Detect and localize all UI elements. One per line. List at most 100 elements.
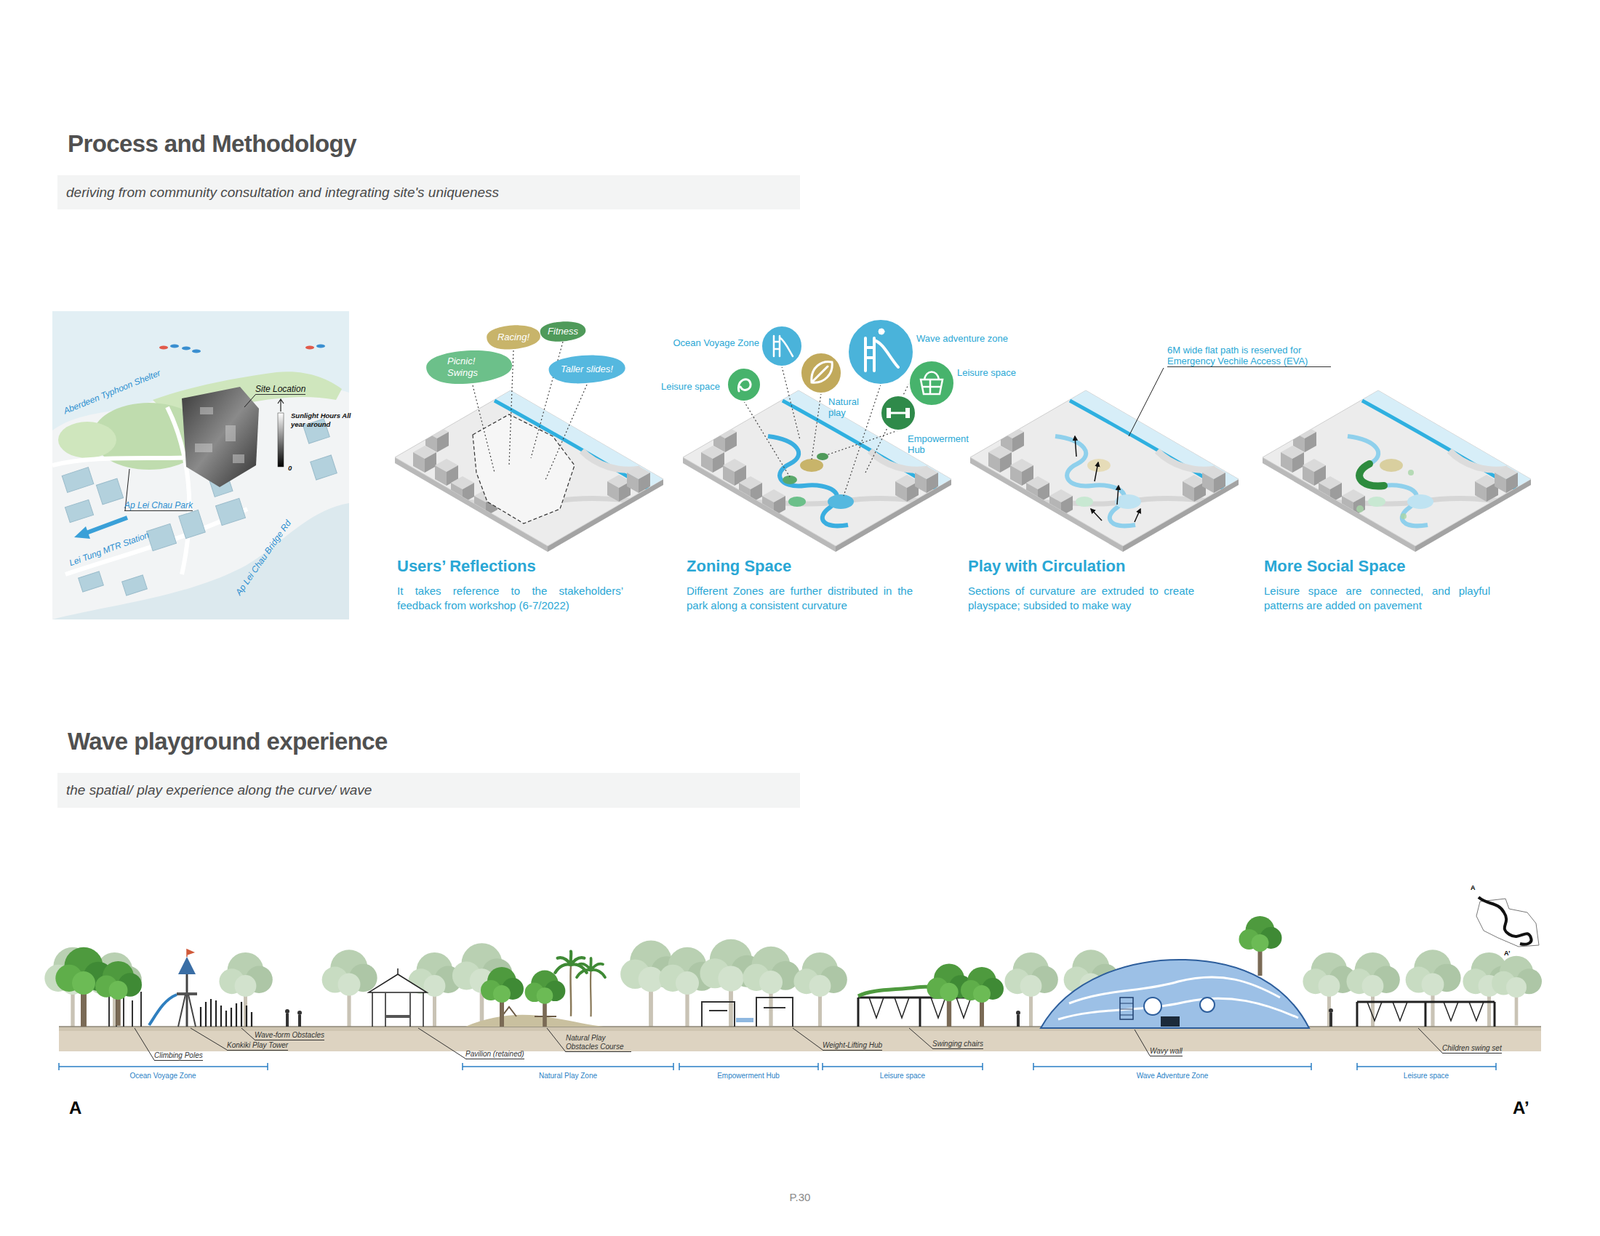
site-map (181, 346, 191, 351)
section-drawing (1367, 1002, 1484, 1022)
zone-icon (738, 328, 943, 419)
site-map (159, 346, 315, 350)
zone-label: Natural play (828, 396, 872, 419)
section-drawing (1134, 1029, 1150, 1056)
step-heading: More Social Space (1264, 557, 1406, 576)
section-drawing (178, 994, 196, 1027)
section-drawing (1357, 1002, 1495, 1027)
section-drawing (1016, 1015, 1020, 1027)
isometric-panel (811, 393, 822, 460)
bubble-fill (549, 355, 626, 384)
zone-label: Leisure space (957, 367, 1016, 379)
site-map (225, 425, 236, 442)
section-drawing (297, 1010, 302, 1016)
site-map (316, 344, 326, 349)
section-drawing (58, 1063, 268, 1071)
site-map (146, 523, 177, 551)
isometric-panel (530, 341, 563, 459)
zone-bar-label: Ocean Voyage Zone (129, 1072, 196, 1081)
isometric-panel (472, 385, 495, 473)
section-drawing (701, 997, 793, 1027)
zone-bar-label: Empowerment Hub (717, 1072, 780, 1081)
isometric-panel (1114, 494, 1142, 510)
isometric-panel (472, 414, 575, 524)
section-drawing (285, 1013, 289, 1027)
site-map (192, 349, 201, 354)
section-mark: A’ (1512, 1098, 1530, 1119)
step-body: Leisure space are connected, and playful… (1264, 584, 1491, 614)
section-heading: Process and Methodology (67, 130, 357, 158)
zone-icon (761, 325, 803, 367)
isometric-panel (1262, 390, 1531, 552)
callout-label: Natural Play Obstacles Course (565, 1034, 632, 1053)
isometric-panel (788, 496, 806, 507)
section-drawing (736, 1018, 754, 1023)
isometric-panel (1074, 436, 1077, 457)
isometric-panel (768, 436, 848, 526)
isometric-panel (682, 390, 952, 552)
isometric-panel (1347, 436, 1428, 526)
section-drawing (909, 1028, 933, 1049)
site-label: Site Location (255, 384, 306, 395)
site-map (194, 407, 245, 464)
section-drawing (1144, 997, 1162, 1016)
isometric-panel (1117, 485, 1119, 505)
isometric-panel (1055, 436, 1136, 526)
isometric-panel (394, 319, 1531, 552)
section-drawing (1120, 997, 1134, 1020)
park-label: Ap Lei Chau Park (124, 500, 193, 512)
section-drawing (554, 952, 587, 1017)
section-drawing (1491, 956, 1542, 1027)
site-map (181, 386, 259, 488)
site-map (194, 443, 213, 453)
zone-icon (811, 361, 832, 383)
site-map (170, 344, 326, 354)
bubble-text: Taller slides! (560, 363, 614, 376)
zone-icon (800, 352, 842, 394)
step-body: Sections of curvature are extruded to cr… (968, 584, 1195, 614)
site-map (216, 498, 246, 526)
key-mark: A’ (1504, 949, 1511, 958)
site-map (200, 407, 214, 415)
bubble-text: Racing! (497, 331, 530, 344)
section-drawing (1239, 916, 1283, 976)
site-map (96, 478, 123, 505)
section-drawing (1478, 897, 1532, 945)
zone-bar-label: Leisure space (880, 1072, 926, 1081)
isometric-panel (1356, 505, 1364, 513)
isometric-panel (1128, 368, 1164, 437)
site-map (277, 413, 284, 467)
isometric-panel (1407, 494, 1434, 510)
site-map (78, 571, 104, 592)
section-drawing (322, 949, 378, 1027)
section-drawing (1016, 1008, 1334, 1027)
zone-icon (738, 379, 751, 392)
bubble-fill (426, 350, 512, 384)
section-drawing (462, 1063, 674, 1071)
section-drawing (501, 1007, 557, 1017)
section-drawing (372, 992, 424, 1027)
zone-icon (878, 328, 885, 335)
isometric-panel (970, 390, 1239, 552)
section-subtitle: the spatial/ play experience along the c… (57, 773, 372, 808)
section-drawing (576, 958, 606, 1017)
callout-label: Wave-form Obstacles (254, 1031, 325, 1041)
section-drawing (1476, 898, 1539, 947)
site-map (64, 499, 94, 523)
bubble-text: Picnic! Swings (447, 355, 491, 379)
zone-icon (890, 412, 907, 415)
section-drawing (742, 946, 800, 1027)
site-map (310, 455, 338, 480)
isometric-panel (800, 458, 824, 472)
zone-bar-label: Leisure space (1403, 1072, 1449, 1081)
site-map (52, 311, 350, 620)
bubble-fill (540, 321, 587, 342)
section-drawing (397, 968, 399, 975)
section-drawing (525, 970, 566, 1027)
isometric-panel (1074, 436, 1141, 523)
isometric-panel (1368, 496, 1386, 507)
step-heading: Play with Circulation (968, 557, 1126, 576)
site-map (61, 467, 94, 494)
isometric-panel (827, 494, 854, 510)
section-drawing (658, 947, 717, 1027)
